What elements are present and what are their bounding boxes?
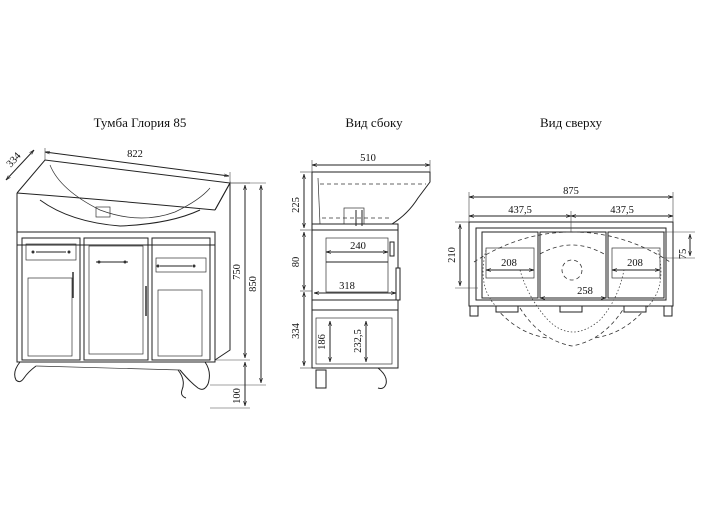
dim-top-208-left: 208 bbox=[501, 258, 517, 269]
dim-side-depth-510: 510 bbox=[360, 153, 376, 164]
title-front-view: Тумба Глория 85 bbox=[94, 115, 187, 130]
dim-side-232-5: 232,5 bbox=[353, 329, 364, 353]
dim-top-437-5-left: 437,5 bbox=[508, 205, 532, 216]
top-dimensions: 875 437,5 437,5 210 75 208 208 258 bbox=[447, 186, 695, 298]
dim-side-225: 225 bbox=[291, 197, 302, 213]
dim-side-318: 318 bbox=[339, 281, 355, 292]
dim-top-875: 875 bbox=[563, 186, 579, 197]
dim-side-334: 334 bbox=[291, 322, 302, 339]
dim-width-822: 822 bbox=[127, 149, 143, 160]
side-dimensions: 510 225 80 334 240 318 186 232,5 bbox=[291, 153, 431, 369]
dim-side-80: 80 bbox=[291, 257, 302, 268]
front-view bbox=[14, 159, 231, 399]
dim-height-850: 850 bbox=[248, 276, 259, 292]
dim-depth-334: 334 bbox=[5, 150, 24, 170]
dim-side-240: 240 bbox=[350, 241, 366, 252]
title-top-view: Вид сверху bbox=[540, 115, 603, 130]
dim-top-437-5-right: 437,5 bbox=[610, 205, 634, 216]
title-side-view: Вид сбоку bbox=[345, 115, 403, 130]
dim-leg-100: 100 bbox=[232, 388, 243, 404]
dim-top-258: 258 bbox=[577, 286, 593, 297]
side-view bbox=[311, 171, 431, 389]
dim-top-75: 75 bbox=[678, 249, 689, 260]
dim-top-208-right: 208 bbox=[627, 258, 643, 269]
top-view bbox=[468, 221, 674, 347]
dim-top-210: 210 bbox=[447, 247, 458, 263]
dim-side-186: 186 bbox=[317, 334, 328, 350]
dim-height-750: 750 bbox=[232, 264, 243, 280]
